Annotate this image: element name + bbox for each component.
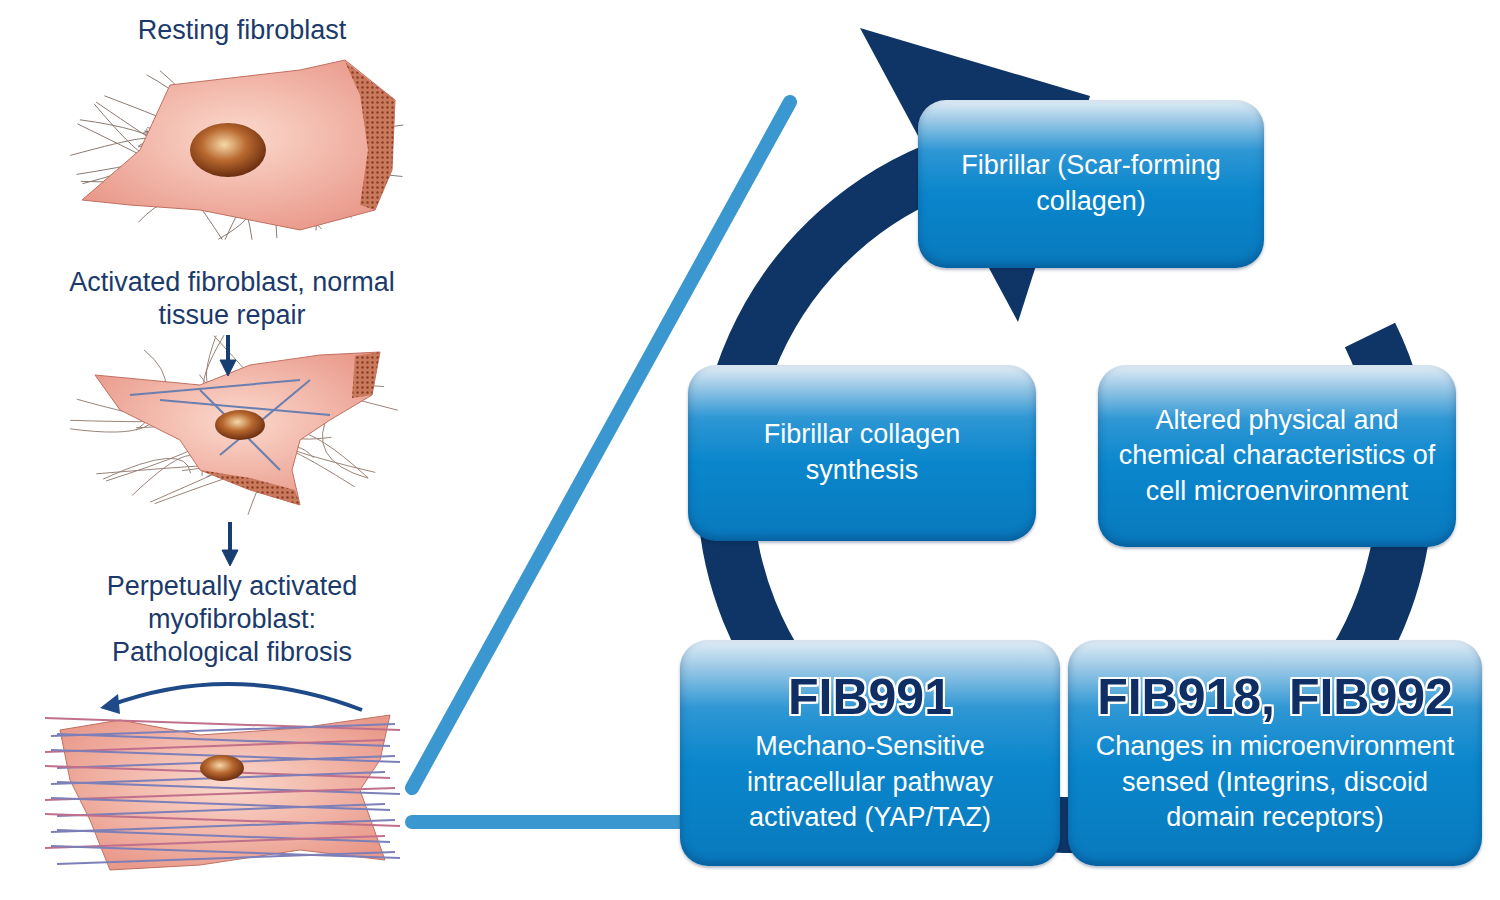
process-box: Fibrillar collagen synthesis xyxy=(688,365,1036,541)
box-text: Mechano-Sensitive intracellular pathway … xyxy=(698,729,1042,836)
stage-label: Resting fibroblast xyxy=(62,14,422,47)
drug-code: FIB991 xyxy=(788,670,952,725)
box-text: Fibrillar (Scar-forming collagen) xyxy=(936,148,1246,219)
process-box: FIB918, FIB992Changes in microenvironmen… xyxy=(1068,640,1482,866)
box-text: Altered physical and chemical characteri… xyxy=(1116,403,1438,510)
activated-cell xyxy=(70,335,398,515)
box-text: Changes in microenvironment sensed (Inte… xyxy=(1086,729,1464,836)
process-box: FIB991Mechano-Sensitive intracellular pa… xyxy=(680,640,1060,866)
stage-label: Activated fibroblast, normal tissue repa… xyxy=(62,266,402,332)
process-box: Altered physical and chemical characteri… xyxy=(1098,365,1456,547)
box-text: Fibrillar collagen synthesis xyxy=(706,417,1018,488)
resting-cell xyxy=(70,60,403,240)
drug-code: FIB918, FIB992 xyxy=(1097,670,1453,725)
stage-label: Perpetually activated myofibroblast: Pat… xyxy=(72,570,392,669)
down-arrow xyxy=(220,335,238,566)
myofibroblast-cell xyxy=(45,684,400,870)
bracket-line xyxy=(412,815,680,829)
process-box: Fibrillar (Scar-forming collagen) xyxy=(918,100,1264,268)
